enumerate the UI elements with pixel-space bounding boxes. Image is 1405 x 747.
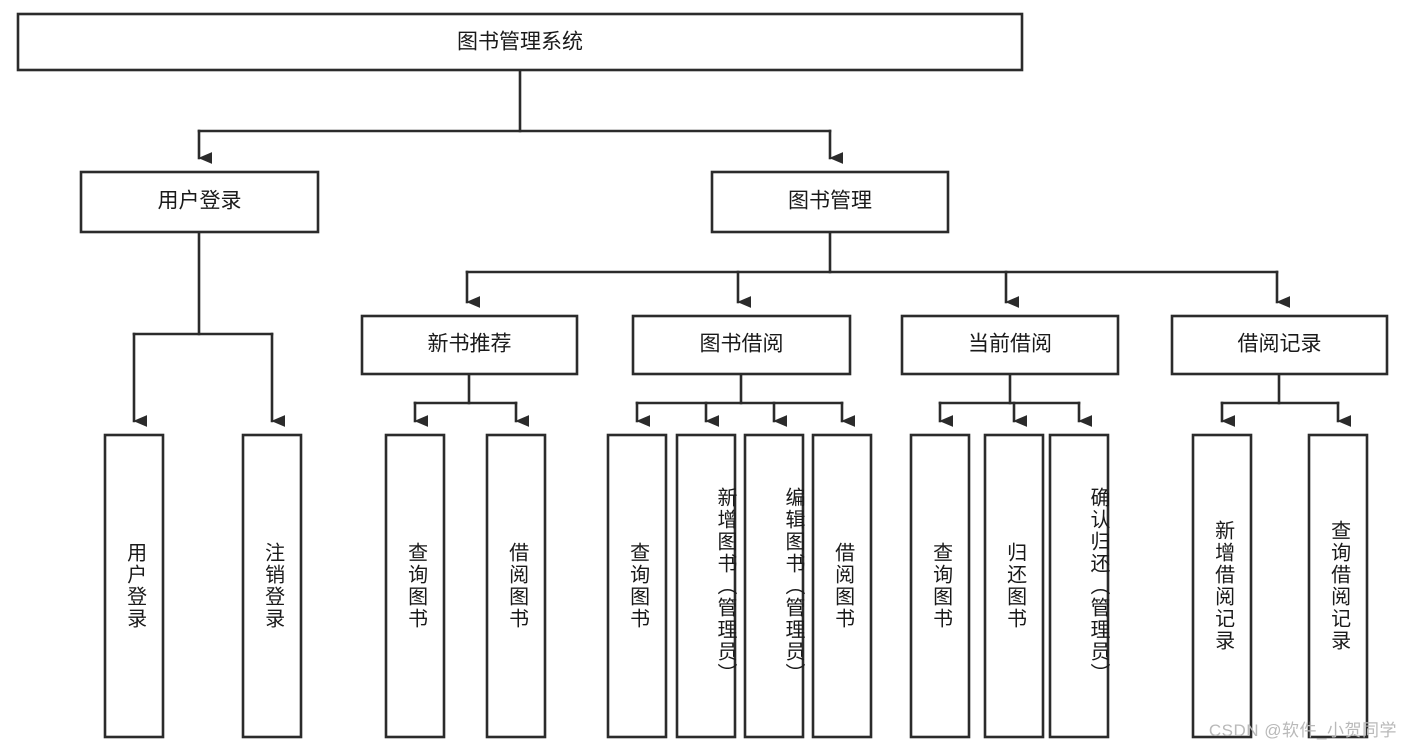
node-current-borrow-label: 当前借阅 [968, 333, 1052, 356]
node-book-borrow-label: 图书借阅 [700, 333, 784, 356]
node-leaf-add-book[interactable] [675, 433, 737, 739]
node-book-borrow[interactable]: 图书借阅 [631, 314, 852, 376]
node-leaf-query-book-2[interactable] [606, 433, 668, 739]
edges-group [132, 68, 1352, 427]
csdn-watermark: CSDN @软件_小贺同学 [1208, 721, 1397, 740]
node-root-label: 图书管理系统 [457, 31, 583, 54]
node-new-book-recommend-label: 新书推荐 [428, 333, 512, 356]
node-leaf-return-book[interactable] [983, 433, 1045, 739]
node-leaf-borrow-book-2[interactable] [811, 433, 873, 739]
node-leaf-confirm-return[interactable] [1048, 433, 1110, 739]
node-leaf-borrow-book-1[interactable] [485, 433, 547, 739]
node-current-borrow[interactable]: 当前借阅 [900, 314, 1120, 376]
node-new-book-recommend[interactable]: 新书推荐 [360, 314, 579, 376]
node-leaf-edit-book[interactable] [743, 433, 805, 739]
node-leaf-user-login[interactable] [103, 433, 165, 739]
node-leaf-add-borrow-record[interactable] [1191, 433, 1253, 739]
node-user-login[interactable]: 用户登录 [79, 170, 320, 234]
node-borrow-record[interactable]: 借阅记录 [1170, 314, 1389, 376]
nodes-group: 图书管理系统 用户登录 图书管理 新书推荐 图书借阅 当前 [16, 12, 1389, 739]
node-leaf-query-borrow-record[interactable] [1307, 433, 1369, 739]
node-leaf-query-book-3[interactable] [909, 433, 971, 739]
node-root[interactable]: 图书管理系统 [16, 12, 1024, 72]
leaf-nodes-group [103, 433, 1369, 739]
node-borrow-record-label: 借阅记录 [1238, 333, 1322, 356]
node-leaf-query-book-1[interactable] [384, 433, 446, 739]
node-user-login-label: 用户登录 [158, 190, 242, 213]
node-book-manage-label: 图书管理 [788, 190, 872, 213]
node-leaf-user-logout[interactable] [241, 433, 303, 739]
node-book-manage[interactable]: 图书管理 [710, 170, 950, 234]
